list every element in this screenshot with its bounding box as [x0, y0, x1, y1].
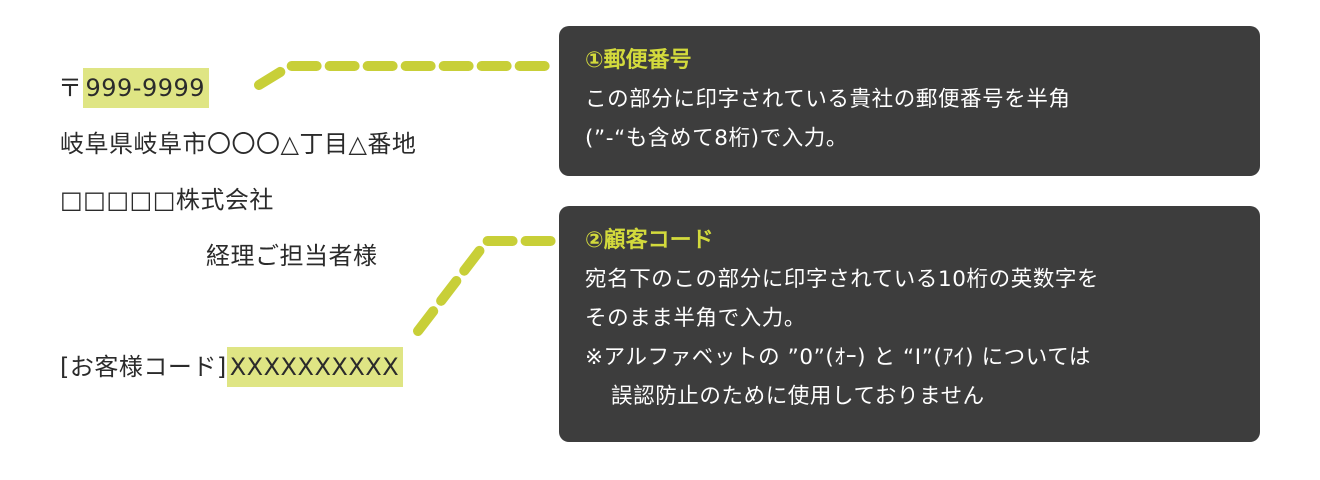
- callout-customer-code: ②顧客コード 宛名下のこの部分に印字されている10桁の英数字を そのまま半角で入…: [559, 206, 1260, 442]
- callout-postal-code-title: ①郵便番号: [585, 48, 692, 73]
- company-name: □□□□□株式会社: [60, 186, 274, 214]
- callout-customer-code-line-1: 宛名下のこの部分に印字されている10桁の英数字を: [585, 267, 1100, 292]
- postal-code-highlight: 999-9999: [82, 68, 210, 108]
- customer-code-line: [お客様コード]XXXXXXXXXX: [60, 347, 404, 387]
- leader-line-customer-code: [413, 236, 556, 336]
- customer-code-highlight: XXXXXXXXXX: [226, 347, 404, 387]
- postal-mark: 〒: [58, 74, 83, 102]
- postal-code-line: 〒999-9999: [58, 68, 210, 108]
- callout-customer-code-note-cont: 誤認防止のために使用しておりません: [611, 384, 985, 409]
- recipient-name: 経理ご担当者様: [206, 242, 378, 270]
- callout-customer-code-title: ②顧客コード: [585, 228, 714, 253]
- callout-customer-code-note: ※アルファベットの ”0”(ｵｰ) と “I”(ｱｲ) については: [585, 345, 1091, 370]
- callout-postal-code: ①郵便番号 この部分に印字されている貴社の郵便番号を半角 (”-“も含めて8桁)…: [559, 26, 1260, 176]
- callout-customer-code-line-2: そのまま半角で入力。: [585, 306, 807, 331]
- callout-postal-code-line-1: この部分に印字されている貴社の郵便番号を半角: [585, 87, 1071, 112]
- leader-line-postal: [254, 61, 556, 90]
- customer-code-label: [お客様コード]: [60, 353, 227, 381]
- street-address: 岐阜県岐阜市〇〇〇△丁目△番地: [60, 130, 417, 158]
- callout-postal-code-line-2: (”-“も含めて8桁)で入力。: [585, 126, 848, 151]
